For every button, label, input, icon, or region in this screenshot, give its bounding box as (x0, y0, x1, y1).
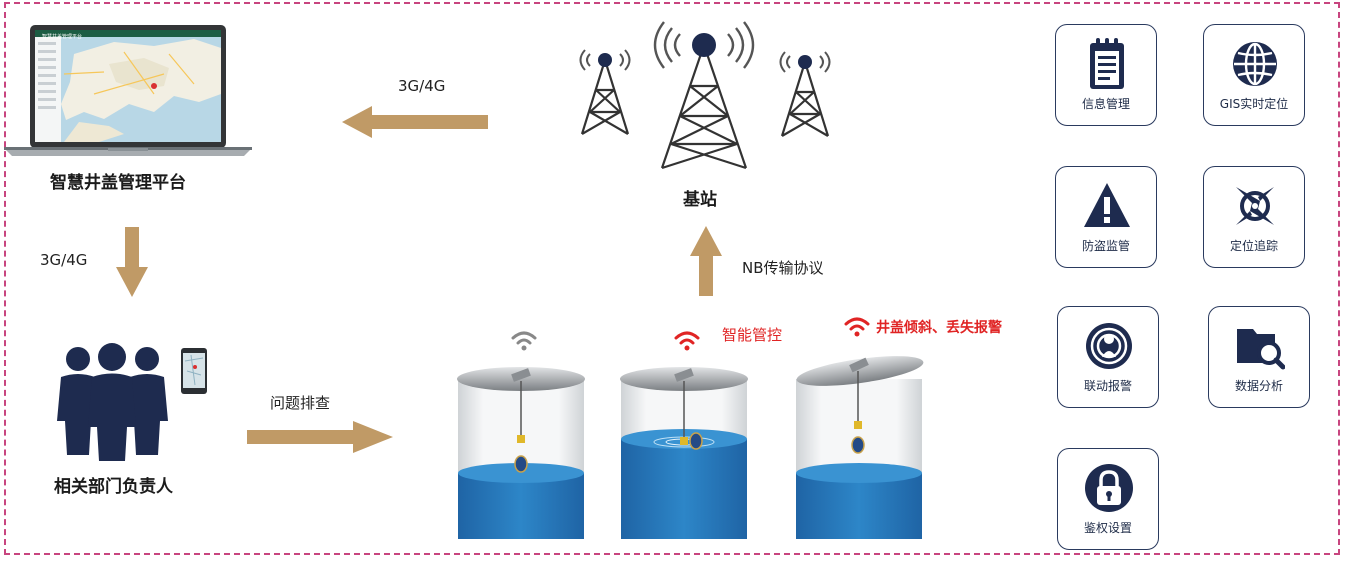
arrow-up-label: NB传输协议 (742, 259, 824, 277)
tile-label: 数据分析 (1234, 379, 1283, 393)
arrow-left-label: 3G/4G (40, 251, 88, 269)
arrow-to-base-station (690, 226, 722, 296)
tile-info-management: 信息管理 (1055, 24, 1157, 126)
wifi-alert-icon (844, 317, 870, 337)
tile-anti-theft: 防盗监管 (1055, 166, 1157, 268)
arrow-to-people (116, 227, 148, 297)
tile-data-analysis: 数据分析 (1208, 306, 1310, 408)
tile-label: 联动报警 (1083, 379, 1132, 393)
globe-icon (1233, 42, 1277, 86)
tile-label: 信息管理 (1081, 97, 1130, 111)
laptop-window-title: 智慧井盖管理平台 (42, 34, 83, 40)
tile-label: 防盗监管 (1081, 239, 1130, 253)
wifi-red-icon (674, 331, 700, 351)
people-icon (57, 343, 207, 461)
tile-gis-location: GIS实时定位 (1203, 24, 1305, 126)
laptop (4, 24, 252, 159)
tile-location-tracking: 定位追踪 (1203, 166, 1305, 268)
smart-control-label: 智能管控 (722, 326, 783, 344)
arrow-top-label: 3G/4G (398, 77, 446, 95)
alarm-person-icon (1086, 323, 1132, 369)
diagram-frame (4, 2, 1340, 555)
wifi-grey-icon (511, 331, 537, 351)
tile-linked-alarm: 联动报警 (1057, 306, 1159, 408)
tile-label: 定位追踪 (1229, 239, 1278, 253)
base-station-towers (579, 21, 831, 170)
arrow-right-label: 问题排查 (270, 394, 331, 412)
folder-search-icon (1237, 329, 1285, 370)
platform-label: 智慧井盖管理平台 (50, 173, 186, 193)
arrow-to-platform (342, 106, 488, 138)
tile-label: 鉴权设置 (1083, 521, 1132, 535)
lock-icon (1085, 464, 1133, 512)
tile-label: GIS实时定位 (1219, 97, 1289, 111)
tile-authorization: 鉴权设置 (1057, 448, 1159, 550)
document-list-icon (1090, 38, 1124, 89)
base-station-label: 基站 (683, 190, 717, 210)
compass-icon (1236, 187, 1274, 225)
manhole-normal (457, 367, 585, 539)
alert-label: 井盖倾斜、丢失报警 (876, 320, 1002, 336)
manhole-submerged (620, 367, 748, 539)
people-label: 相关部门负责人 (54, 477, 173, 497)
manholes (457, 356, 924, 539)
arrow-to-manholes (247, 421, 393, 453)
warning-icon (1084, 183, 1130, 227)
manhole-tilted (796, 356, 924, 539)
